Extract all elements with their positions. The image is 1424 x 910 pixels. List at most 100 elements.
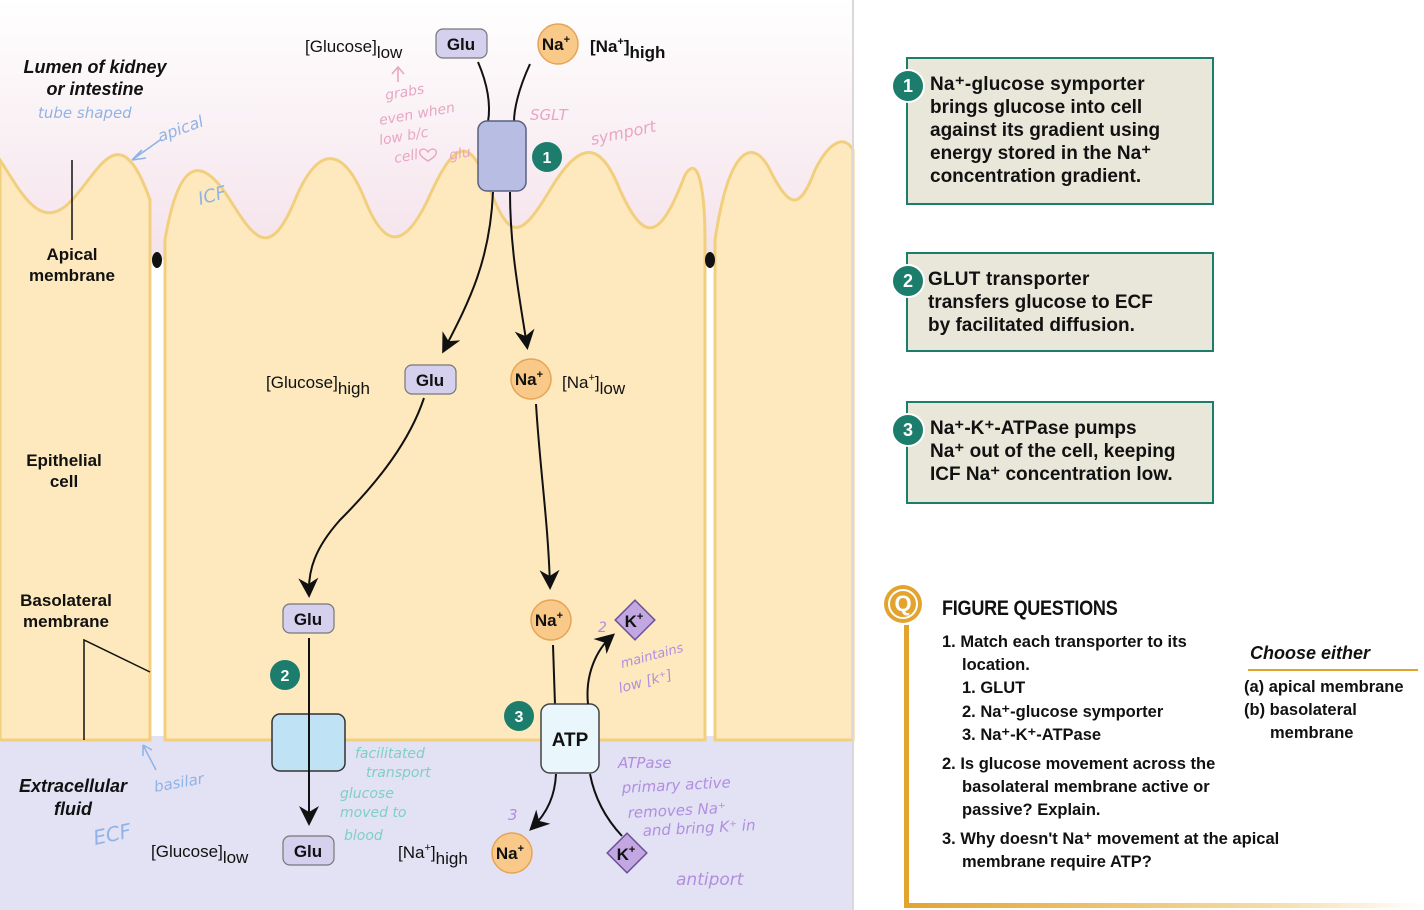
k-cell-ion: [614, 599, 656, 641]
note-atpase-3: removes Na⁺: [627, 799, 726, 822]
glu-low-label: Glu: [294, 610, 322, 629]
note-sglt: SGLT: [530, 106, 569, 124]
note-atpase-1: ATPase: [617, 754, 672, 772]
basolateral-label-line1: Basolateral: [20, 591, 112, 610]
question-1-item-2: 2. Na⁺-glucose symporter: [962, 703, 1164, 721]
choose-either-rule: [1248, 669, 1418, 671]
na-high-bottom: [Na+]high: [398, 842, 468, 868]
epithelial-label-line2: cell: [50, 472, 78, 491]
callout-2-line-3: by facilitated diffusion.: [928, 315, 1135, 336]
basolateral-label-line2: membrane: [23, 612, 109, 631]
note-atpase-2: primary active: [620, 773, 731, 797]
na-top-ion: [537, 23, 579, 65]
callout-2-line-2: transfers glucose to ECF: [928, 292, 1153, 313]
callout-glut: 2 GLUT transporter transfers glucose to …: [891, 252, 1214, 352]
question-badge-icon: Q: [884, 585, 922, 623]
note-three: 3: [508, 806, 518, 824]
question-2-line-2: basolateral membrane active or: [962, 778, 1210, 796]
questions-rail: [904, 625, 909, 907]
na-mid-ion: [510, 358, 552, 400]
note-facilitated-2: transport: [366, 765, 431, 781]
callout-1-line-2: brings glucose into cell: [930, 97, 1143, 118]
k-ecf-ion: [606, 832, 648, 874]
na-top-label: Na+: [542, 34, 570, 54]
glu-mid-chip: [404, 364, 457, 395]
question-2-line-1: 2. Is glucose movement across the: [942, 755, 1216, 773]
choose-either-title: Choose either: [1250, 643, 1371, 663]
note-grabs-1: grabs: [384, 81, 426, 104]
option-b-cont: membrane: [1270, 724, 1354, 742]
glu-mid-label: Glu: [416, 371, 444, 390]
glucose-entry-path: [477, 61, 490, 123]
note-grabs-arrow: [391, 65, 405, 82]
note-tube-shaped: tube shaped: [38, 104, 132, 122]
note-glucose-moved-3: blood: [344, 828, 383, 844]
question-1-line-1: 1. Match each transporter to its: [942, 633, 1187, 651]
question-1-line-2: location.: [962, 656, 1030, 674]
na-pump-label: Na+: [535, 610, 563, 630]
na-out-of-pump-arrow: [529, 773, 557, 831]
na-ecf-label: Na+: [496, 843, 524, 863]
callout-3-badge: 3: [891, 413, 925, 447]
callout-symporter: 1 Na⁺-glucose symporter brings glucose i…: [891, 57, 1214, 205]
glu-ecf-label: Glu: [294, 842, 322, 861]
left-cell: [0, 153, 152, 742]
na-to-pump-arrow: [535, 403, 560, 590]
na-pump-ion: [530, 599, 572, 641]
glu-top-chip: [435, 28, 488, 59]
question-1-item-1: 1. GLUT: [962, 679, 1026, 697]
glucose-to-glut-arrow: [298, 397, 425, 598]
note-grabs-5: glu: [448, 144, 472, 164]
note-two: 2: [598, 620, 607, 636]
figure-questions: Q FIGURE QUESTIONS 1. Match each transpo…: [884, 585, 1424, 910]
callout-1-line-5: concentration gradient.: [930, 166, 1142, 187]
ecf-label-line2: fluid: [54, 799, 93, 819]
note-atpase-4: and bring K⁺ in: [642, 816, 756, 840]
glucose-low-bottom: [Glucose]low: [151, 842, 249, 867]
epithelial-label-line1: Epithelial: [26, 451, 102, 470]
k-out-of-pump-arrow: [586, 633, 616, 705]
question-2-line-3: passive? Explain.: [962, 801, 1101, 819]
na-mid-label: Na+: [515, 369, 543, 389]
badge-3-text: 3: [515, 709, 524, 726]
option-b: (b) basolateral: [1244, 701, 1357, 719]
na-entry-path: [513, 63, 531, 123]
apical-label-line1: Apical: [46, 245, 97, 264]
glucose-high-mid: [Glucose]high: [266, 373, 370, 398]
tight-junction: [152, 252, 162, 268]
note-facilitated-1: facilitated: [355, 746, 425, 762]
callout-3-line-2: Na⁺ out of the cell, keeping: [930, 441, 1176, 462]
sglt-transporter: [477, 120, 527, 192]
note-basilar-arrow: [142, 744, 157, 771]
lumen-label-line2: or intestine: [46, 79, 143, 99]
callout-2-badge: 2: [891, 264, 925, 298]
note-antiport: antiport: [676, 870, 745, 890]
k-ecf-label: K+: [617, 844, 636, 864]
callout-1-line-1: Na⁺-glucose symporter: [930, 74, 1145, 95]
glu-top-label: Glu: [447, 35, 475, 54]
callout-2-line-1: GLUT transporter: [928, 269, 1090, 290]
glucose-low-top: [Glucose]low: [305, 37, 403, 62]
callout-3-line-1: Na⁺-K⁺-ATPase pumps: [930, 418, 1137, 439]
callout-1-line-4: energy stored in the Na⁺: [930, 143, 1152, 164]
na-into-pump: [552, 644, 556, 706]
question-1-item-3: 3. Na⁺-K⁺-ATPase: [962, 726, 1102, 744]
right-cell: [713, 140, 855, 742]
na-k-atpase: [540, 703, 600, 774]
tight-junction: [705, 252, 715, 268]
na-high-top: [Na+]high: [590, 36, 665, 62]
callout-3-line-3: ICF Na⁺ concentration low.: [930, 464, 1173, 485]
glu-ecf-chip: [282, 835, 335, 866]
apical-label-line2: membrane: [29, 266, 115, 285]
badge-2: [270, 660, 300, 690]
na-low-mid: [Na+]low: [562, 372, 626, 398]
question-3-line-1: 3. Why doesn't Na⁺ movement at the apica…: [942, 830, 1280, 848]
glu-low-chip: [282, 603, 335, 634]
question-3-line-2: membrane require ATP?: [962, 853, 1152, 871]
extracellular-region: [0, 736, 853, 910]
na-ecf-ion: [491, 832, 533, 874]
k-into-pump-path: [589, 773, 623, 837]
questions-rail-bottom: [904, 903, 1424, 908]
note-glucose-moved-2: moved to: [340, 805, 407, 821]
badge-1-text: 1: [543, 150, 552, 167]
